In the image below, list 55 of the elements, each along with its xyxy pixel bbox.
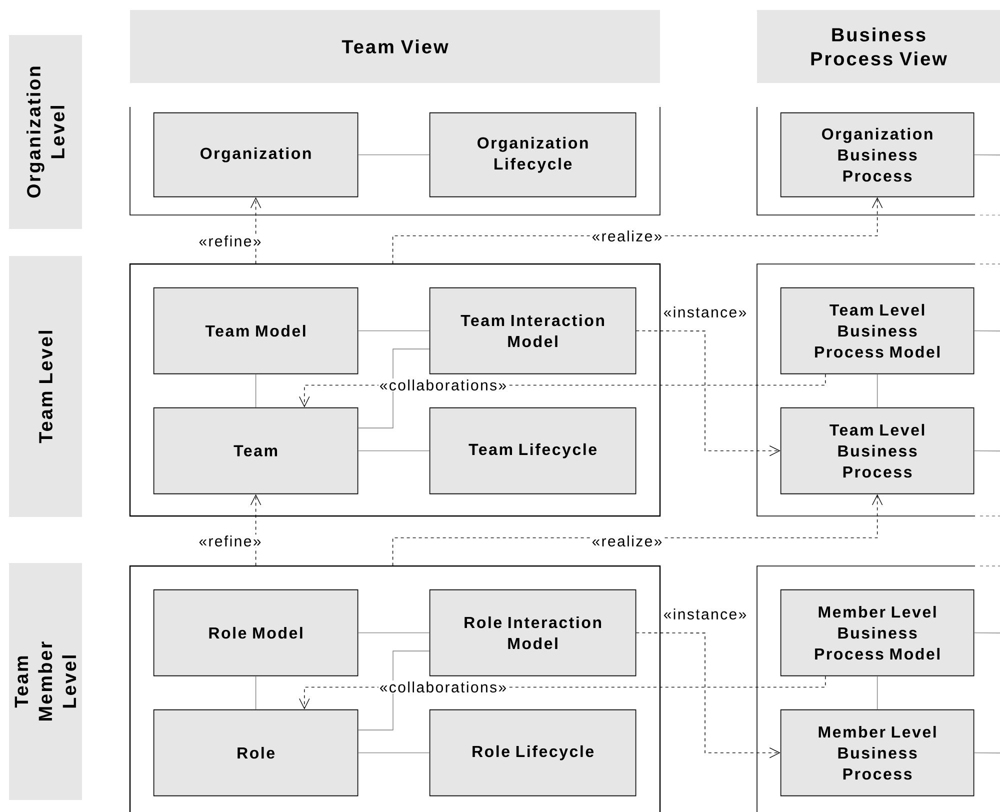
connector-line (255, 676, 256, 710)
class-box: Role (153, 709, 358, 796)
connector-line (358, 650, 430, 730)
connector-line (358, 450, 430, 452)
edge-label: «collaborations» (378, 680, 508, 694)
connector-line (358, 330, 430, 332)
class-box: Organization Lifecycle (429, 112, 636, 198)
edge-label: «realize» (590, 534, 664, 548)
connector-line (876, 374, 878, 408)
level-header: Team Level (9, 256, 82, 517)
connector-line (974, 450, 1000, 452)
level-header: Team Member Level (9, 563, 82, 800)
dependency-arrow (250, 494, 262, 566)
class-box: Team Lifecycle (429, 407, 636, 494)
connector-line (974, 752, 1000, 754)
connector-line (255, 374, 256, 408)
edge-label: «refine» (198, 534, 262, 548)
class-box: Team Level Business Process (780, 407, 974, 494)
edge-label: «instance» (662, 608, 748, 621)
container-frame (756, 106, 1000, 216)
edge-label: «realize» (590, 230, 664, 243)
connector-line (974, 632, 1000, 634)
dependency-arrow (392, 494, 883, 566)
edge-label: «instance» (662, 306, 748, 319)
connector-line (358, 154, 430, 156)
dependency-arrow (636, 632, 780, 758)
view-header: Business Process View (757, 10, 1000, 83)
view-header: Team View (130, 10, 660, 83)
class-box: Member Level Business Process Model (780, 589, 974, 676)
class-box: Team Model (153, 287, 358, 374)
class-box: Team (153, 407, 358, 494)
class-box: Role Interaction Model (429, 589, 636, 676)
class-box: Member Level Business Process (780, 709, 974, 796)
class-box: Role Model (153, 589, 358, 676)
container-frame (756, 566, 1000, 812)
dependency-arrow (250, 197, 262, 264)
edge-label: «refine» (198, 234, 262, 248)
class-box: Team Interaction Model (429, 287, 636, 374)
connector-line (974, 330, 1000, 332)
class-box: Organization Business Process (780, 112, 974, 198)
container-frame (129, 565, 661, 812)
container-frame (130, 106, 660, 216)
dependency-arrow (636, 330, 780, 456)
connector-line (358, 752, 430, 754)
connector-line (876, 676, 878, 710)
connector-line (358, 348, 430, 428)
level-header: Organization Level (9, 35, 82, 229)
container-frame (756, 264, 1000, 516)
edge-label: «collaborations» (378, 378, 508, 392)
class-box: Team Level Business Process Model (780, 287, 974, 374)
class-box: Organization (153, 112, 358, 198)
class-box: Role Lifecycle (429, 709, 636, 796)
connector-line (358, 632, 430, 634)
connector-line (974, 154, 1000, 156)
container-frame (129, 263, 661, 517)
